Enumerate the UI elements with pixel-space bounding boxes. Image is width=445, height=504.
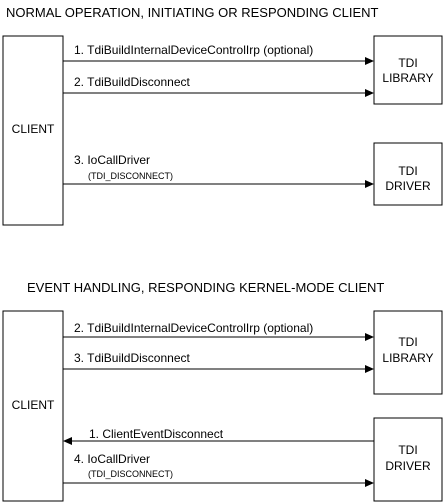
section-2-library-label-line1: TDI bbox=[398, 335, 417, 349]
section-2-client-label: CLIENT bbox=[12, 398, 55, 412]
section-1-driver-label-line2: DRIVER bbox=[385, 179, 431, 193]
section-1-client-label: CLIENT bbox=[12, 122, 55, 136]
section-2-client-box bbox=[2, 310, 64, 502]
section-2-step-d-label: 4. IoCallDriver bbox=[74, 452, 150, 466]
section-1-library-label-line2: LIBRARY bbox=[382, 71, 433, 85]
section-1-library-box bbox=[373, 35, 443, 105]
section-1-driver-box bbox=[373, 142, 443, 206]
section-2-step-b-label: 3. TdiBuildDisconnect bbox=[74, 351, 191, 365]
section-2-step-d-sublabel: (TDI_DISCONNECT) bbox=[88, 469, 173, 479]
section-1-step-3-arrowhead bbox=[365, 180, 374, 188]
section-1-step-3-sublabel: (TDI_DISCONNECT) bbox=[88, 171, 173, 181]
section-2-driver-box bbox=[373, 417, 443, 502]
section-2-step-c-label: 1. ClientEventDisconnect bbox=[89, 427, 224, 441]
section-2-library-box bbox=[373, 310, 443, 395]
section-1-step-2-arrowhead bbox=[365, 89, 374, 97]
section-2-driver-label-line2: DRIVER bbox=[385, 459, 431, 473]
section-1-driver-label-line1: TDI bbox=[398, 164, 417, 178]
section-1-title: NORMAL OPERATION, INITIATING OR RESPONDI… bbox=[6, 5, 379, 20]
section-1-step-3-label: 3. IoCallDriver bbox=[74, 153, 150, 167]
section-1-step-1-label: 1. TdiBuildInternalDeviceControlIrp (opt… bbox=[74, 43, 313, 57]
section-2-driver-label-line1: TDI bbox=[398, 443, 417, 457]
section-2-step-d-arrowhead bbox=[365, 479, 374, 487]
section-1-library-label-line1: TDI bbox=[398, 56, 417, 70]
section-2-step-a-label: 2. TdiBuildInternalDeviceControlIrp (opt… bbox=[74, 321, 313, 335]
section-2-step-b-arrowhead bbox=[365, 365, 374, 373]
section-1-client-box bbox=[2, 35, 64, 226]
section-1-step-1-arrowhead bbox=[365, 57, 374, 65]
section-2-title: EVENT HANDLING, RESPONDING KERNEL-MODE C… bbox=[27, 280, 384, 295]
section-2-step-a-arrowhead bbox=[365, 333, 374, 341]
section-2-library-label-line2: LIBRARY bbox=[382, 351, 433, 365]
section-1-step-2-label: 2. TdiBuildDisconnect bbox=[74, 75, 191, 89]
section-2-step-c-arrowhead bbox=[63, 437, 72, 445]
